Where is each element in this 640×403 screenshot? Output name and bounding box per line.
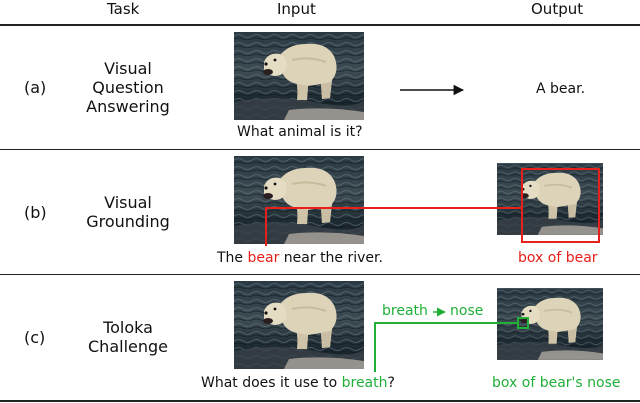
- rule-after-row-a: [0, 149, 640, 150]
- row-a-task: Visual Question Answering: [68, 59, 188, 116]
- row-b-caption: The bear near the river.: [217, 251, 383, 265]
- row-c-pointer-line: [374, 322, 518, 372]
- row-a-question: What animal is it?: [237, 124, 363, 140]
- task-line: Answering: [86, 97, 170, 116]
- row-a-input-photo: [234, 32, 364, 120]
- task-line: Visual: [104, 59, 152, 78]
- rule-after-row-b: [0, 274, 640, 275]
- row-c-task: Toloka Challenge: [68, 318, 188, 356]
- caption-text: What does it use to: [201, 375, 342, 391]
- header-task: Task: [107, 0, 140, 18]
- row-c-input-photo: [234, 281, 364, 369]
- row-a-answer: A bear.: [536, 81, 586, 97]
- row-a-label: (a): [24, 78, 47, 97]
- row-b-input-photo: [234, 156, 364, 244]
- row-b-pointer-line: [265, 207, 522, 246]
- task-line: Grounding: [86, 212, 170, 231]
- header-output: Output: [531, 0, 584, 18]
- task-line: Toloka: [103, 318, 153, 337]
- row-b-output-caption: box of bear: [518, 250, 598, 266]
- row-c-mapping-to: nose: [450, 303, 484, 319]
- caption-highlight: breath: [341, 375, 388, 391]
- row-c-label: (c): [24, 328, 46, 347]
- top-rule: [0, 24, 640, 26]
- caption-highlight: bear: [247, 250, 280, 266]
- caption-text: near the river.: [279, 250, 383, 266]
- row-c-caption: What does it use to breath?: [201, 376, 395, 390]
- row-c-output-caption: box of bear's nose: [492, 375, 621, 391]
- row-b-output-photo: [497, 162, 603, 236]
- row-c-mapping-from: breath: [382, 303, 428, 319]
- row-b-task: Visual Grounding: [68, 193, 188, 231]
- header-input: Input: [277, 0, 316, 18]
- task-line: Challenge: [88, 337, 168, 356]
- caption-text: ?: [387, 375, 395, 391]
- bottom-rule: [0, 400, 640, 402]
- task-line: Question: [92, 78, 164, 97]
- task-line: Visual: [104, 193, 152, 212]
- caption-text: The: [217, 250, 248, 266]
- row-b-bear-box: [521, 168, 600, 243]
- row-b-label: (b): [24, 203, 47, 222]
